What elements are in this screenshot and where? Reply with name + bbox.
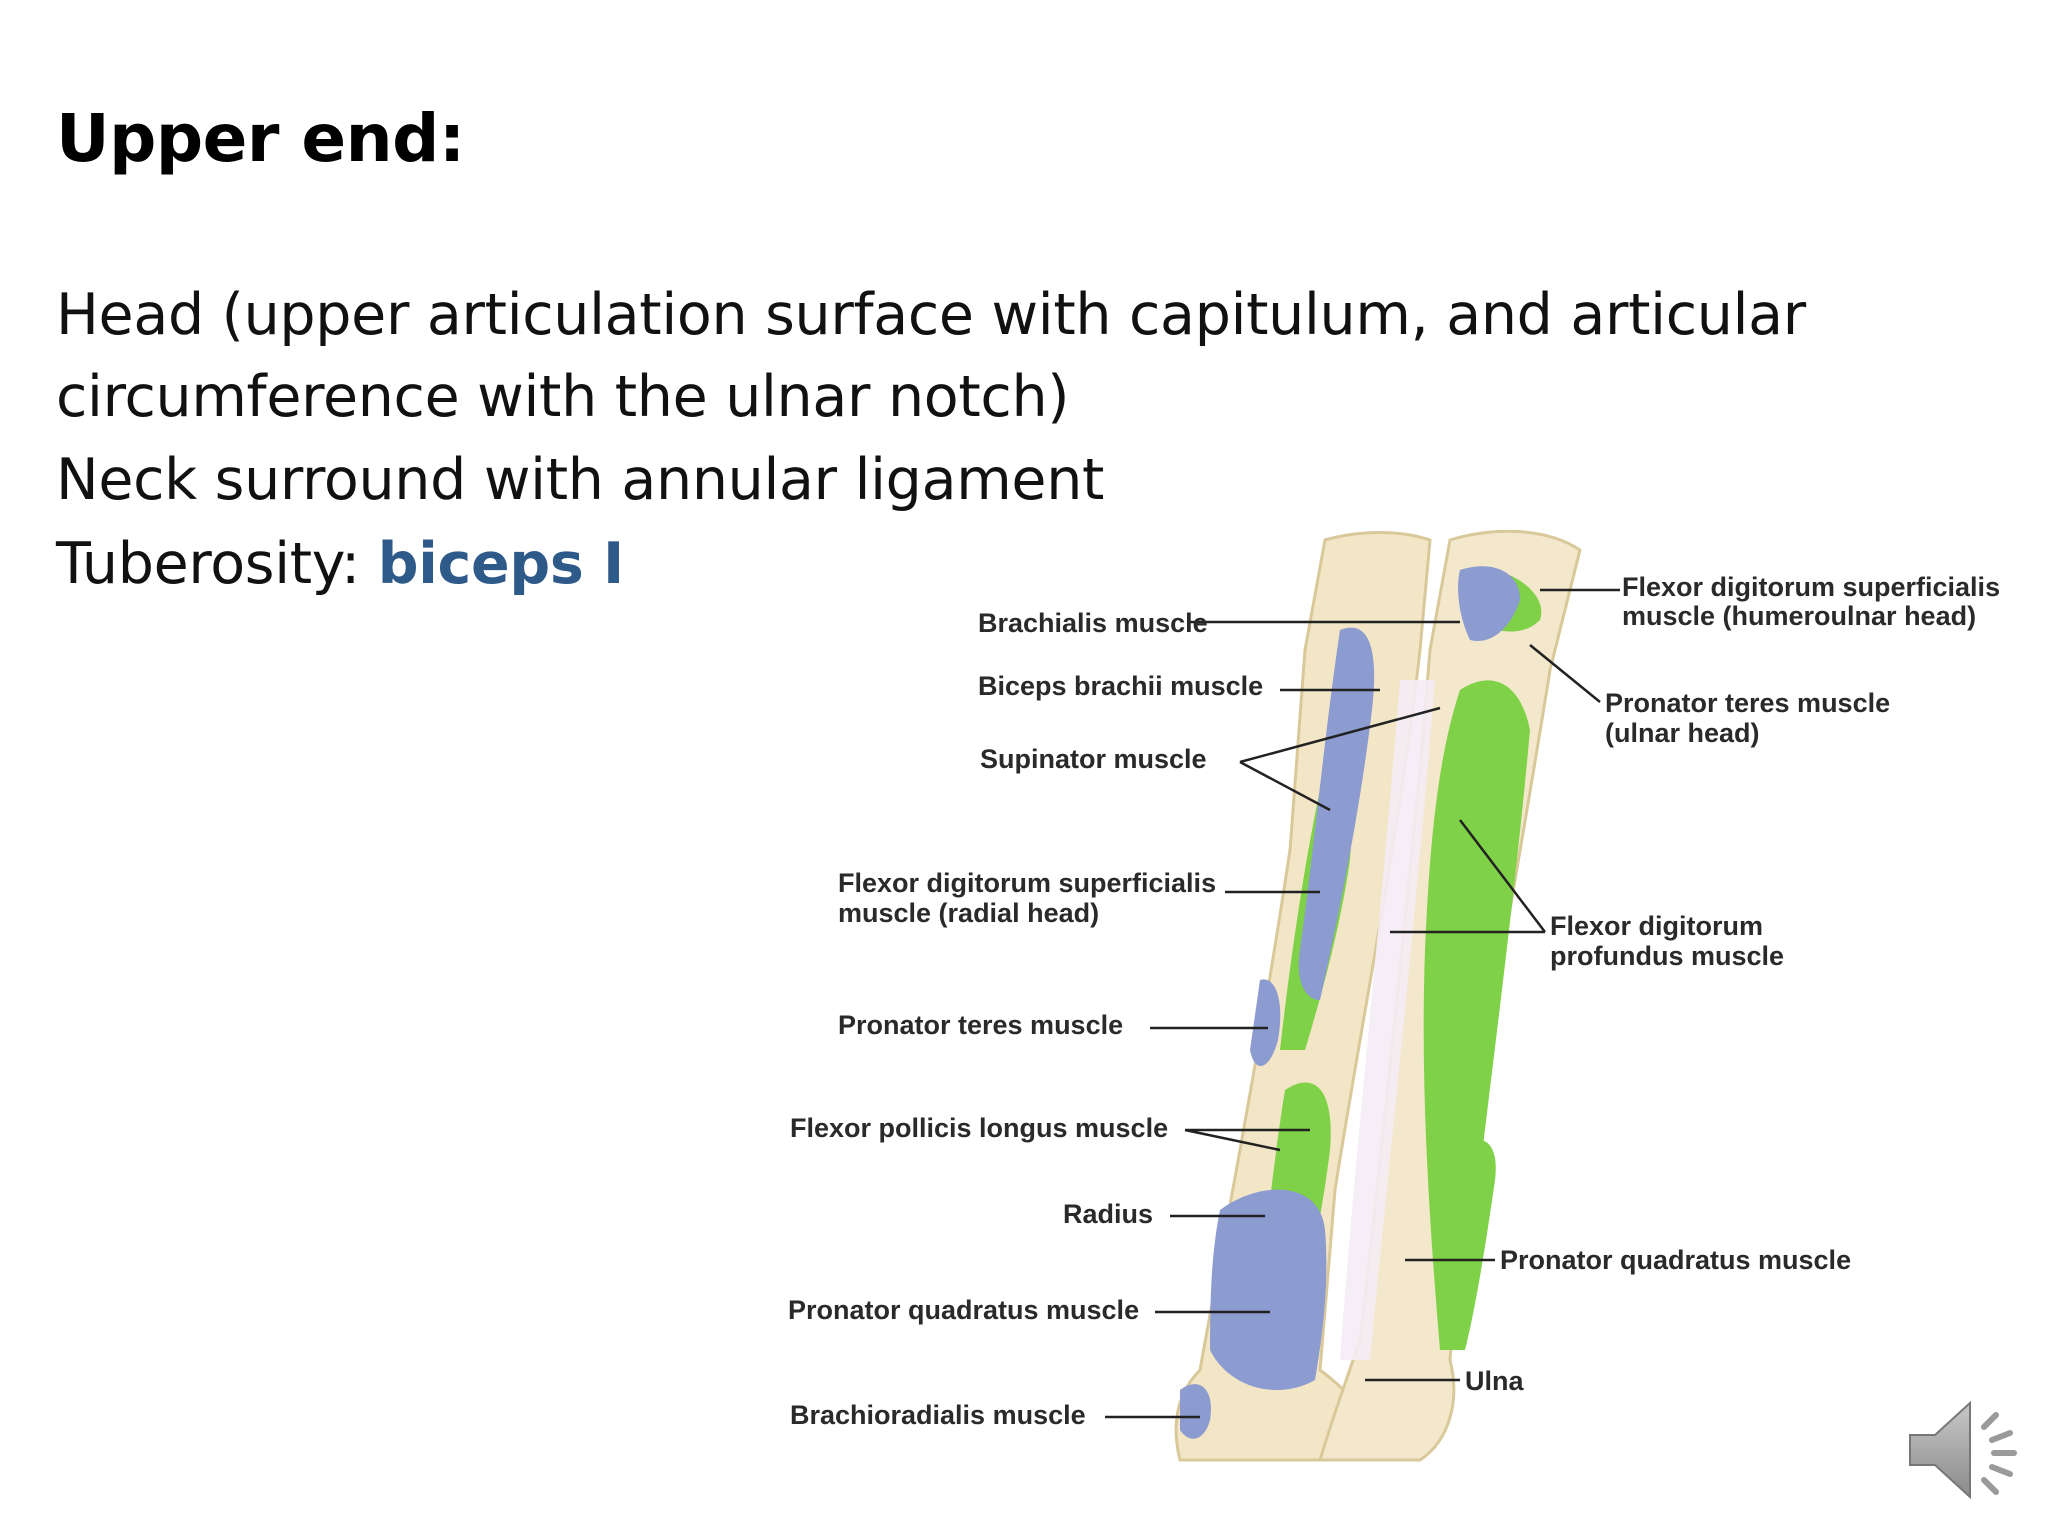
label-radius: Radius — [1063, 1199, 1153, 1229]
muscle-origin-ulna-lower — [1450, 1140, 1496, 1350]
forearm-muscle-diagram: Brachialis muscle Biceps brachii muscle … — [760, 530, 2040, 1470]
muscle-origin-ulna — [1423, 680, 1530, 1350]
slide-title: Upper end: — [56, 100, 465, 177]
label-pronator-teres: Pronator teres muscle — [838, 1010, 1123, 1040]
label-flexor-pollicis-longus: Flexor pollicis longus muscle — [790, 1113, 1168, 1143]
interosseous-membrane — [1340, 680, 1435, 1360]
speaker-icon[interactable] — [1900, 1385, 2030, 1515]
label-fds-radial-1: Flexor digitorum superficialis — [838, 868, 1216, 898]
insertion-pronator-quadratus — [1210, 1189, 1327, 1390]
label-fds-humeroulnar-2: muscle (humeroulnar head) — [1622, 601, 1976, 631]
label-fdp-1: Flexor digitorum — [1550, 911, 1763, 941]
label-brachioradialis: Brachioradialis muscle — [790, 1400, 1086, 1430]
body-line-head: Head (upper articulation surface with ca… — [56, 282, 1806, 348]
leader-fpl — [1184, 1128, 1310, 1152]
label-pronator-quadratus-right: Pronator quadratus muscle — [1500, 1245, 1851, 1275]
insertion-brachioradialis — [1180, 1384, 1211, 1439]
label-pronator-teres-ulnar-1: Pronator teres muscle — [1605, 688, 1890, 718]
leader-fdp — [1390, 819, 1546, 934]
body-line-head-cont: circumference with the ulnar notch) — [56, 364, 1070, 430]
forearm-illustration: Brachialis muscle Biceps brachii muscle … — [788, 530, 2000, 1462]
label-biceps-brachii: Biceps brachii muscle — [978, 671, 1263, 701]
insertion-brachialis — [1458, 566, 1520, 641]
label-brachialis: Brachialis muscle — [978, 608, 1208, 638]
tuberosity-term: biceps I — [377, 531, 624, 597]
label-pronator-teres-ulnar-2: (ulnar head) — [1605, 718, 1760, 748]
body-line-tuberosity: Tuberosity: biceps I — [56, 531, 624, 597]
leader-supinator — [1239, 706, 1441, 812]
label-ulna: Ulna — [1465, 1366, 1524, 1396]
insertion-pronator-teres — [1250, 979, 1281, 1067]
tuberosity-label: Tuberosity: — [56, 531, 378, 597]
insertion-supinator — [1298, 627, 1375, 1000]
body-line-neck: Neck surround with annular ligament — [56, 447, 1105, 513]
label-fds-humeroulnar-1: Flexor digitorum superficialis — [1622, 572, 2000, 602]
leader-pronator-teres-ulnar — [1529, 644, 1601, 703]
label-pronator-quadratus-left: Pronator quadratus muscle — [788, 1295, 1139, 1325]
label-fds-radial-2: muscle (radial head) — [838, 898, 1099, 928]
label-supinator: Supinator muscle — [980, 744, 1207, 774]
label-fdp-2: profundus muscle — [1550, 941, 1784, 971]
